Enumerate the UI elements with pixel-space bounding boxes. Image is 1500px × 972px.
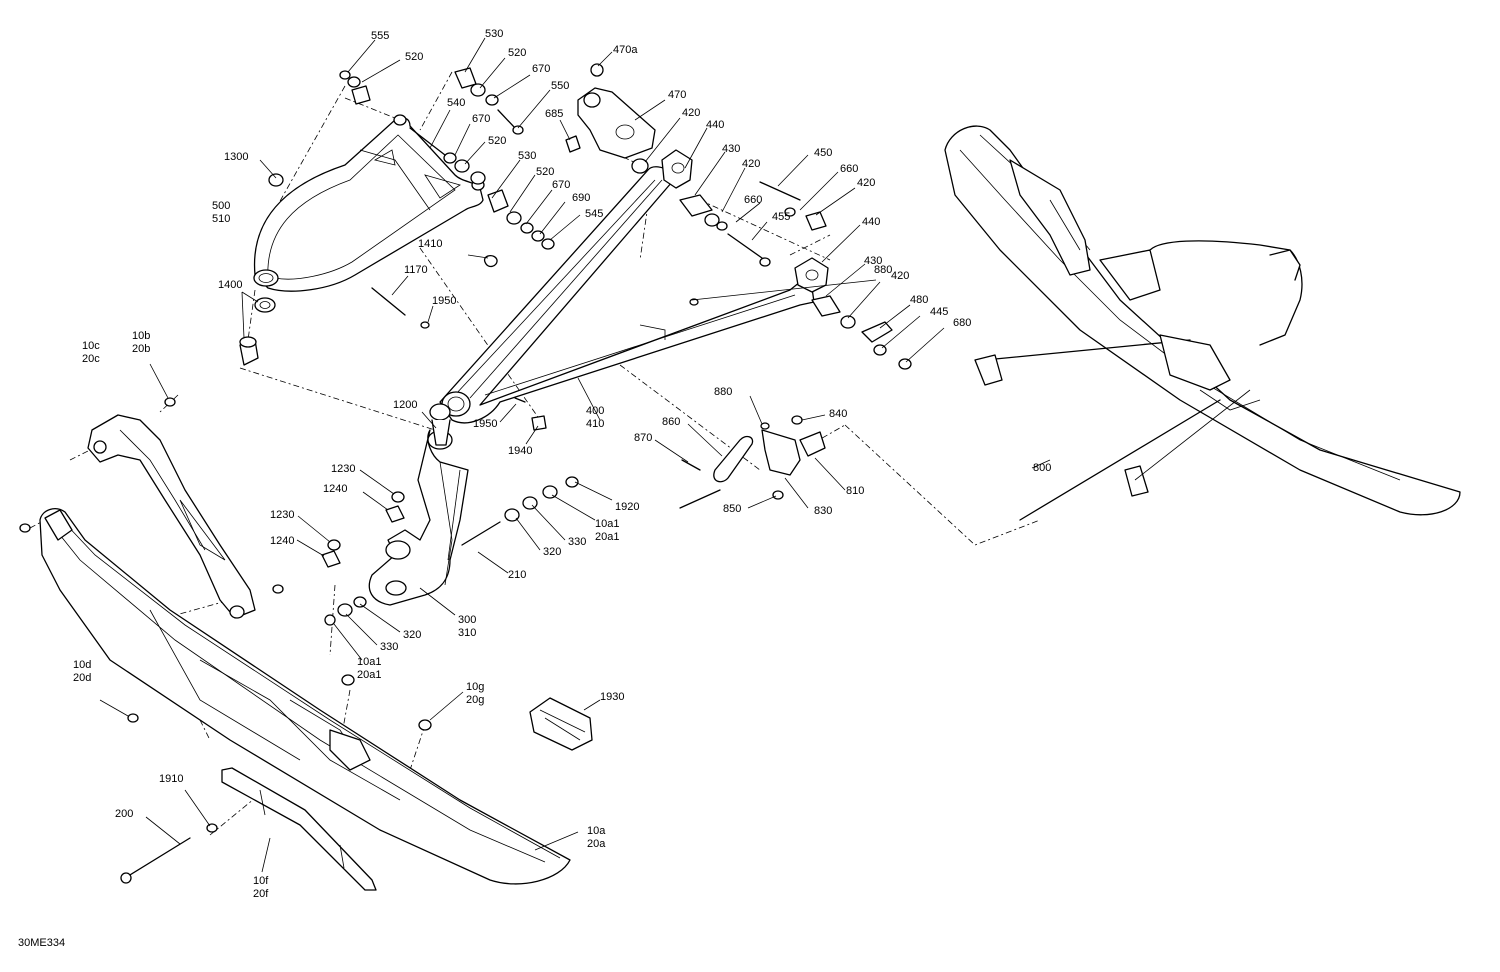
callout-label-c10a1a: 10a1 (595, 518, 619, 530)
callout-label-c1170: 1170 (404, 264, 428, 276)
callout-label-c1300: 1300 (224, 151, 248, 163)
callout-label-c860: 860 (662, 416, 680, 428)
callout-label-c400: 400 (586, 405, 604, 417)
callout-label-c210: 210 (508, 569, 526, 581)
callout-label-c520a: 520 (405, 51, 423, 63)
callout-label-c320a: 320 (543, 546, 561, 558)
callout-label-c1930: 1930 (600, 691, 624, 703)
spindle (368, 403, 469, 606)
callout-label-c450: 450 (814, 147, 832, 159)
callout-label-c455: 455 (772, 211, 790, 223)
callout-label-c880b: 880 (714, 386, 732, 398)
callout-label-c300-b: 310 (458, 627, 476, 639)
ski-left (39, 508, 571, 885)
callout-label-c10g: 10g (466, 681, 484, 693)
callout-label-c1940: 1940 (508, 445, 532, 457)
callout-label-c10f-b: 20f (253, 888, 269, 900)
upper-hardware (239, 67, 555, 366)
callout-label-c520c: 520 (488, 135, 506, 147)
callout-label-c10c-b: 20c (82, 353, 100, 365)
callout-label-c430a: 430 (722, 143, 740, 155)
callout-label-c1950a: 1950 (432, 295, 456, 307)
callout-label-c420c: 420 (857, 177, 875, 189)
upper-a-arm (253, 114, 485, 292)
callout-label-c670b: 670 (472, 113, 490, 125)
callout-label-c660a: 660 (840, 163, 858, 175)
callout-label-c850: 850 (723, 503, 741, 515)
callout-label-c670c: 670 (552, 179, 570, 191)
callout-label-c520d: 520 (536, 166, 554, 178)
callout-label-c10a1b-b: 20a1 (357, 669, 381, 681)
callout-label-c520b: 520 (508, 47, 526, 59)
callout-label-c550: 550 (551, 80, 569, 92)
callout-label-c670a: 670 (532, 63, 550, 75)
callout-label-c10a1b: 10a1 (357, 656, 381, 668)
callout-label-c1240b: 1240 (270, 535, 294, 547)
callout-label-c445: 445 (930, 306, 948, 318)
callout-label-c200: 200 (115, 808, 133, 820)
callout-label-c685: 685 (545, 108, 563, 120)
callout-label-c800: 800 (1033, 462, 1051, 474)
callout-label-c1920: 1920 (615, 501, 639, 513)
drawing-code: 30ME334 (18, 937, 65, 949)
callout-label-c480: 480 (910, 294, 928, 306)
callout-label-c10f: 10f (253, 875, 269, 887)
callout-label-c500: 500 (212, 200, 230, 212)
callout-label-c420b: 420 (742, 158, 760, 170)
bracket-470 (565, 63, 656, 174)
callout-label-c660b: 660 (744, 194, 762, 206)
spindle-hardware (321, 476, 579, 731)
callout-label-c440b: 440 (862, 216, 880, 228)
callout-label-c430b: 430 (864, 255, 882, 267)
callout-label-c545: 545 (585, 208, 603, 220)
callout-label-c470: 470 (668, 89, 686, 101)
callout-label-c1240a: 1240 (323, 483, 347, 495)
callout-label-c10d: 10d (73, 659, 91, 671)
callout-label-c10c: 10c (82, 340, 100, 352)
callout-label-c1950b: 1950 (473, 418, 497, 430)
callout-label-c1200: 1200 (393, 399, 417, 411)
callout-label-c420d: 420 (891, 270, 909, 282)
callout-label-c10b: 10b (132, 330, 150, 342)
callout-label-c680: 680 (953, 317, 971, 329)
callout-label-c10b-b: 20b (132, 343, 150, 355)
callout-label-c870: 870 (634, 432, 652, 444)
callout-label-c1230a: 1230 (331, 463, 355, 475)
callout-label-c1230b: 1230 (270, 509, 294, 521)
callout-label-c880a: 880 (874, 264, 892, 276)
callout-label-c555: 555 (371, 30, 389, 42)
callout-label-c830: 830 (814, 505, 832, 517)
callout-label-c1400: 1400 (218, 279, 242, 291)
callout-label-c330b: 330 (380, 641, 398, 653)
callout-label-c10a-b: 20a (587, 838, 606, 850)
arm-hardware (514, 181, 912, 431)
callout-label-c10a1a-b: 20a1 (595, 531, 619, 543)
callout-label-c810: 810 (846, 485, 864, 497)
callout-label-c540: 540 (447, 97, 465, 109)
ski-loop (19, 397, 284, 723)
callout-label-c440a: 440 (706, 119, 724, 131)
callout-label-c530b: 530 (518, 150, 536, 162)
callout-label-c1910: 1910 (159, 773, 183, 785)
callout-label-c420a: 420 (682, 107, 700, 119)
leader-lines (99, 37, 1051, 873)
assembled-ski-view (944, 125, 1461, 521)
callout-label-c500-b: 510 (212, 213, 230, 225)
steering-link (679, 415, 826, 509)
callout-label-c10d-b: 20d (73, 672, 91, 684)
callout-label-c400-b: 410 (586, 418, 604, 430)
callout-label-c300: 300 (458, 614, 476, 626)
callout-label-c10a: 10a (587, 825, 606, 837)
callout-label-c470a: 470a (613, 44, 638, 56)
callout-label-c10g-b: 20g (466, 694, 484, 706)
callout-label-c840: 840 (829, 408, 847, 420)
callout-label-c1410: 1410 (418, 238, 442, 250)
runner-and-bolt (120, 697, 593, 891)
callout-label-c320b: 320 (403, 629, 421, 641)
callout-label-c690: 690 (572, 192, 590, 204)
callout-label-c330a: 330 (568, 536, 586, 548)
callout-label-c530a: 530 (485, 28, 503, 40)
